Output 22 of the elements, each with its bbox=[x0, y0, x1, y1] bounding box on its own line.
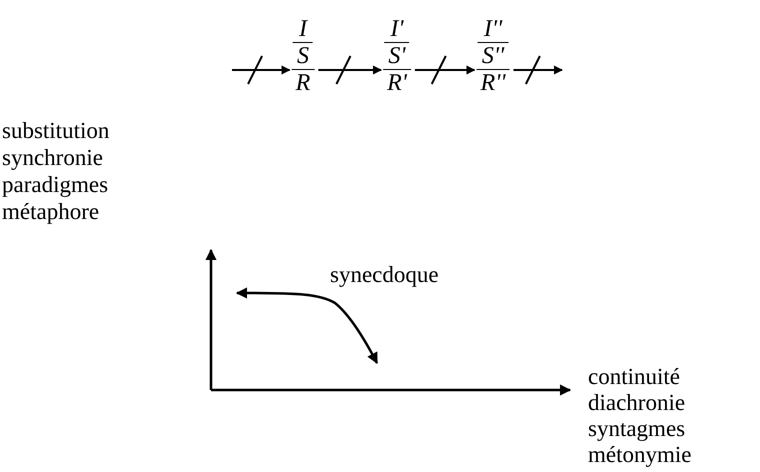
fraction-term: S'' bbox=[478, 42, 508, 69]
fraction-term: R'' bbox=[476, 69, 510, 96]
fraction-term: S bbox=[293, 42, 313, 69]
axis-label: diachronie bbox=[588, 390, 686, 416]
axis-label: paradigmes bbox=[2, 172, 108, 198]
fraction-term: R bbox=[292, 69, 314, 96]
arrow bbox=[317, 55, 382, 85]
fraction-term: I'' bbox=[482, 16, 504, 42]
axis-label: métaphore bbox=[2, 199, 100, 225]
arrow bbox=[512, 55, 563, 85]
fraction-term: S' bbox=[384, 42, 410, 69]
axis-label: métonymie bbox=[588, 442, 692, 468]
arrow bbox=[231, 55, 291, 85]
fraction-term: I' bbox=[389, 16, 405, 42]
axis-label: syntagmes bbox=[588, 416, 686, 442]
axis-label: continuité bbox=[588, 364, 680, 390]
arrow bbox=[414, 55, 476, 85]
axis-label: synecdoque bbox=[330, 262, 439, 288]
fraction-term: I bbox=[298, 16, 309, 42]
axis-label: substitution bbox=[2, 118, 110, 144]
fraction-term: R' bbox=[383, 69, 411, 96]
axis-label: synchronie bbox=[2, 145, 103, 171]
